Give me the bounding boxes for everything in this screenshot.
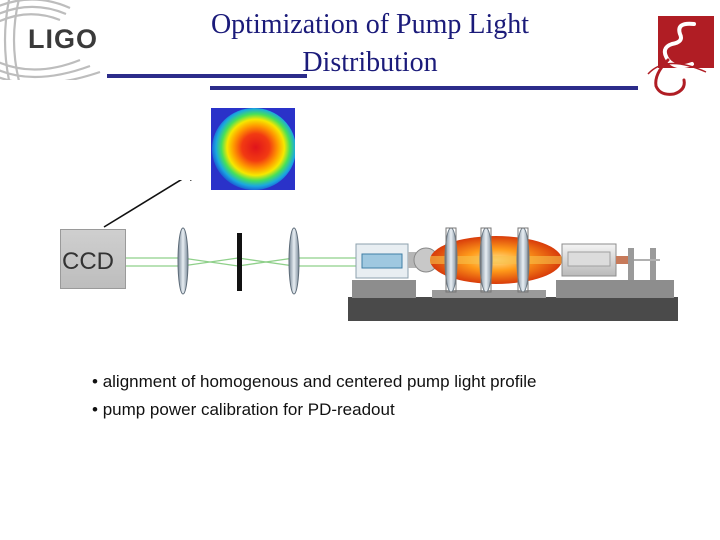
institute-emblem-icon	[647, 16, 714, 96]
mount-block-right	[556, 280, 674, 298]
bullet-item: • alignment of homogenous and centered p…	[92, 372, 537, 391]
bullet-item: • pump power calibration for PD-readout	[92, 400, 395, 419]
title-line-1: Optimization of Pump Light	[210, 9, 530, 40]
lens-2	[288, 227, 300, 295]
title-underline-left	[107, 74, 307, 78]
bullet-list: • alignment of homogenous and centered p…	[92, 368, 692, 424]
mount-block-left	[352, 280, 416, 298]
title-line-2: Distribution	[302, 47, 438, 78]
bullet-text: alignment of homogenous and centered pum…	[102, 372, 537, 391]
slide-title: Optimization of Pump Light Distribution	[160, 6, 580, 82]
bullet-text: pump power calibration for PD-readout	[102, 400, 395, 419]
pointer-arrow	[103, 180, 199, 228]
aperture	[237, 233, 242, 291]
title-underline-right	[210, 86, 638, 90]
beam-profile-image	[211, 108, 295, 190]
ligo-logo-text: LIGO	[28, 24, 98, 54]
optical-setup-diagram	[103, 180, 678, 321]
rail	[432, 290, 546, 298]
lens-holders	[444, 227, 530, 293]
optical-bench-base	[348, 297, 678, 321]
ccd-camera-box	[60, 229, 126, 289]
lens-1	[177, 227, 189, 295]
ccd-label: CCD	[62, 248, 114, 275]
ligo-logo: LIGO	[0, 0, 140, 86]
